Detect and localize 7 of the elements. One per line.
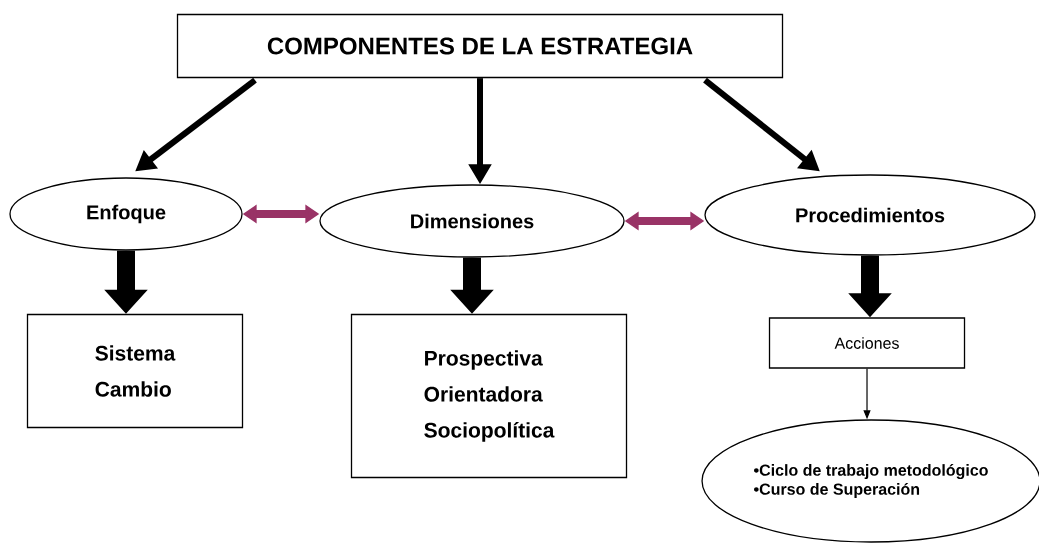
process-box: Prospectiva Orientadora Sociopolítica [350, 313, 628, 479]
process-box: Acciones [768, 317, 966, 369]
ellipse-node: Procedimientos [704, 174, 1036, 256]
title-box: COMPONENTES DE LA ESTRATEGIA [176, 13, 784, 79]
ellipse-node: Dimensiones [319, 184, 625, 258]
ellipse-node: Enfoque [9, 177, 243, 251]
process-box: Sistema Cambio [26, 313, 244, 429]
